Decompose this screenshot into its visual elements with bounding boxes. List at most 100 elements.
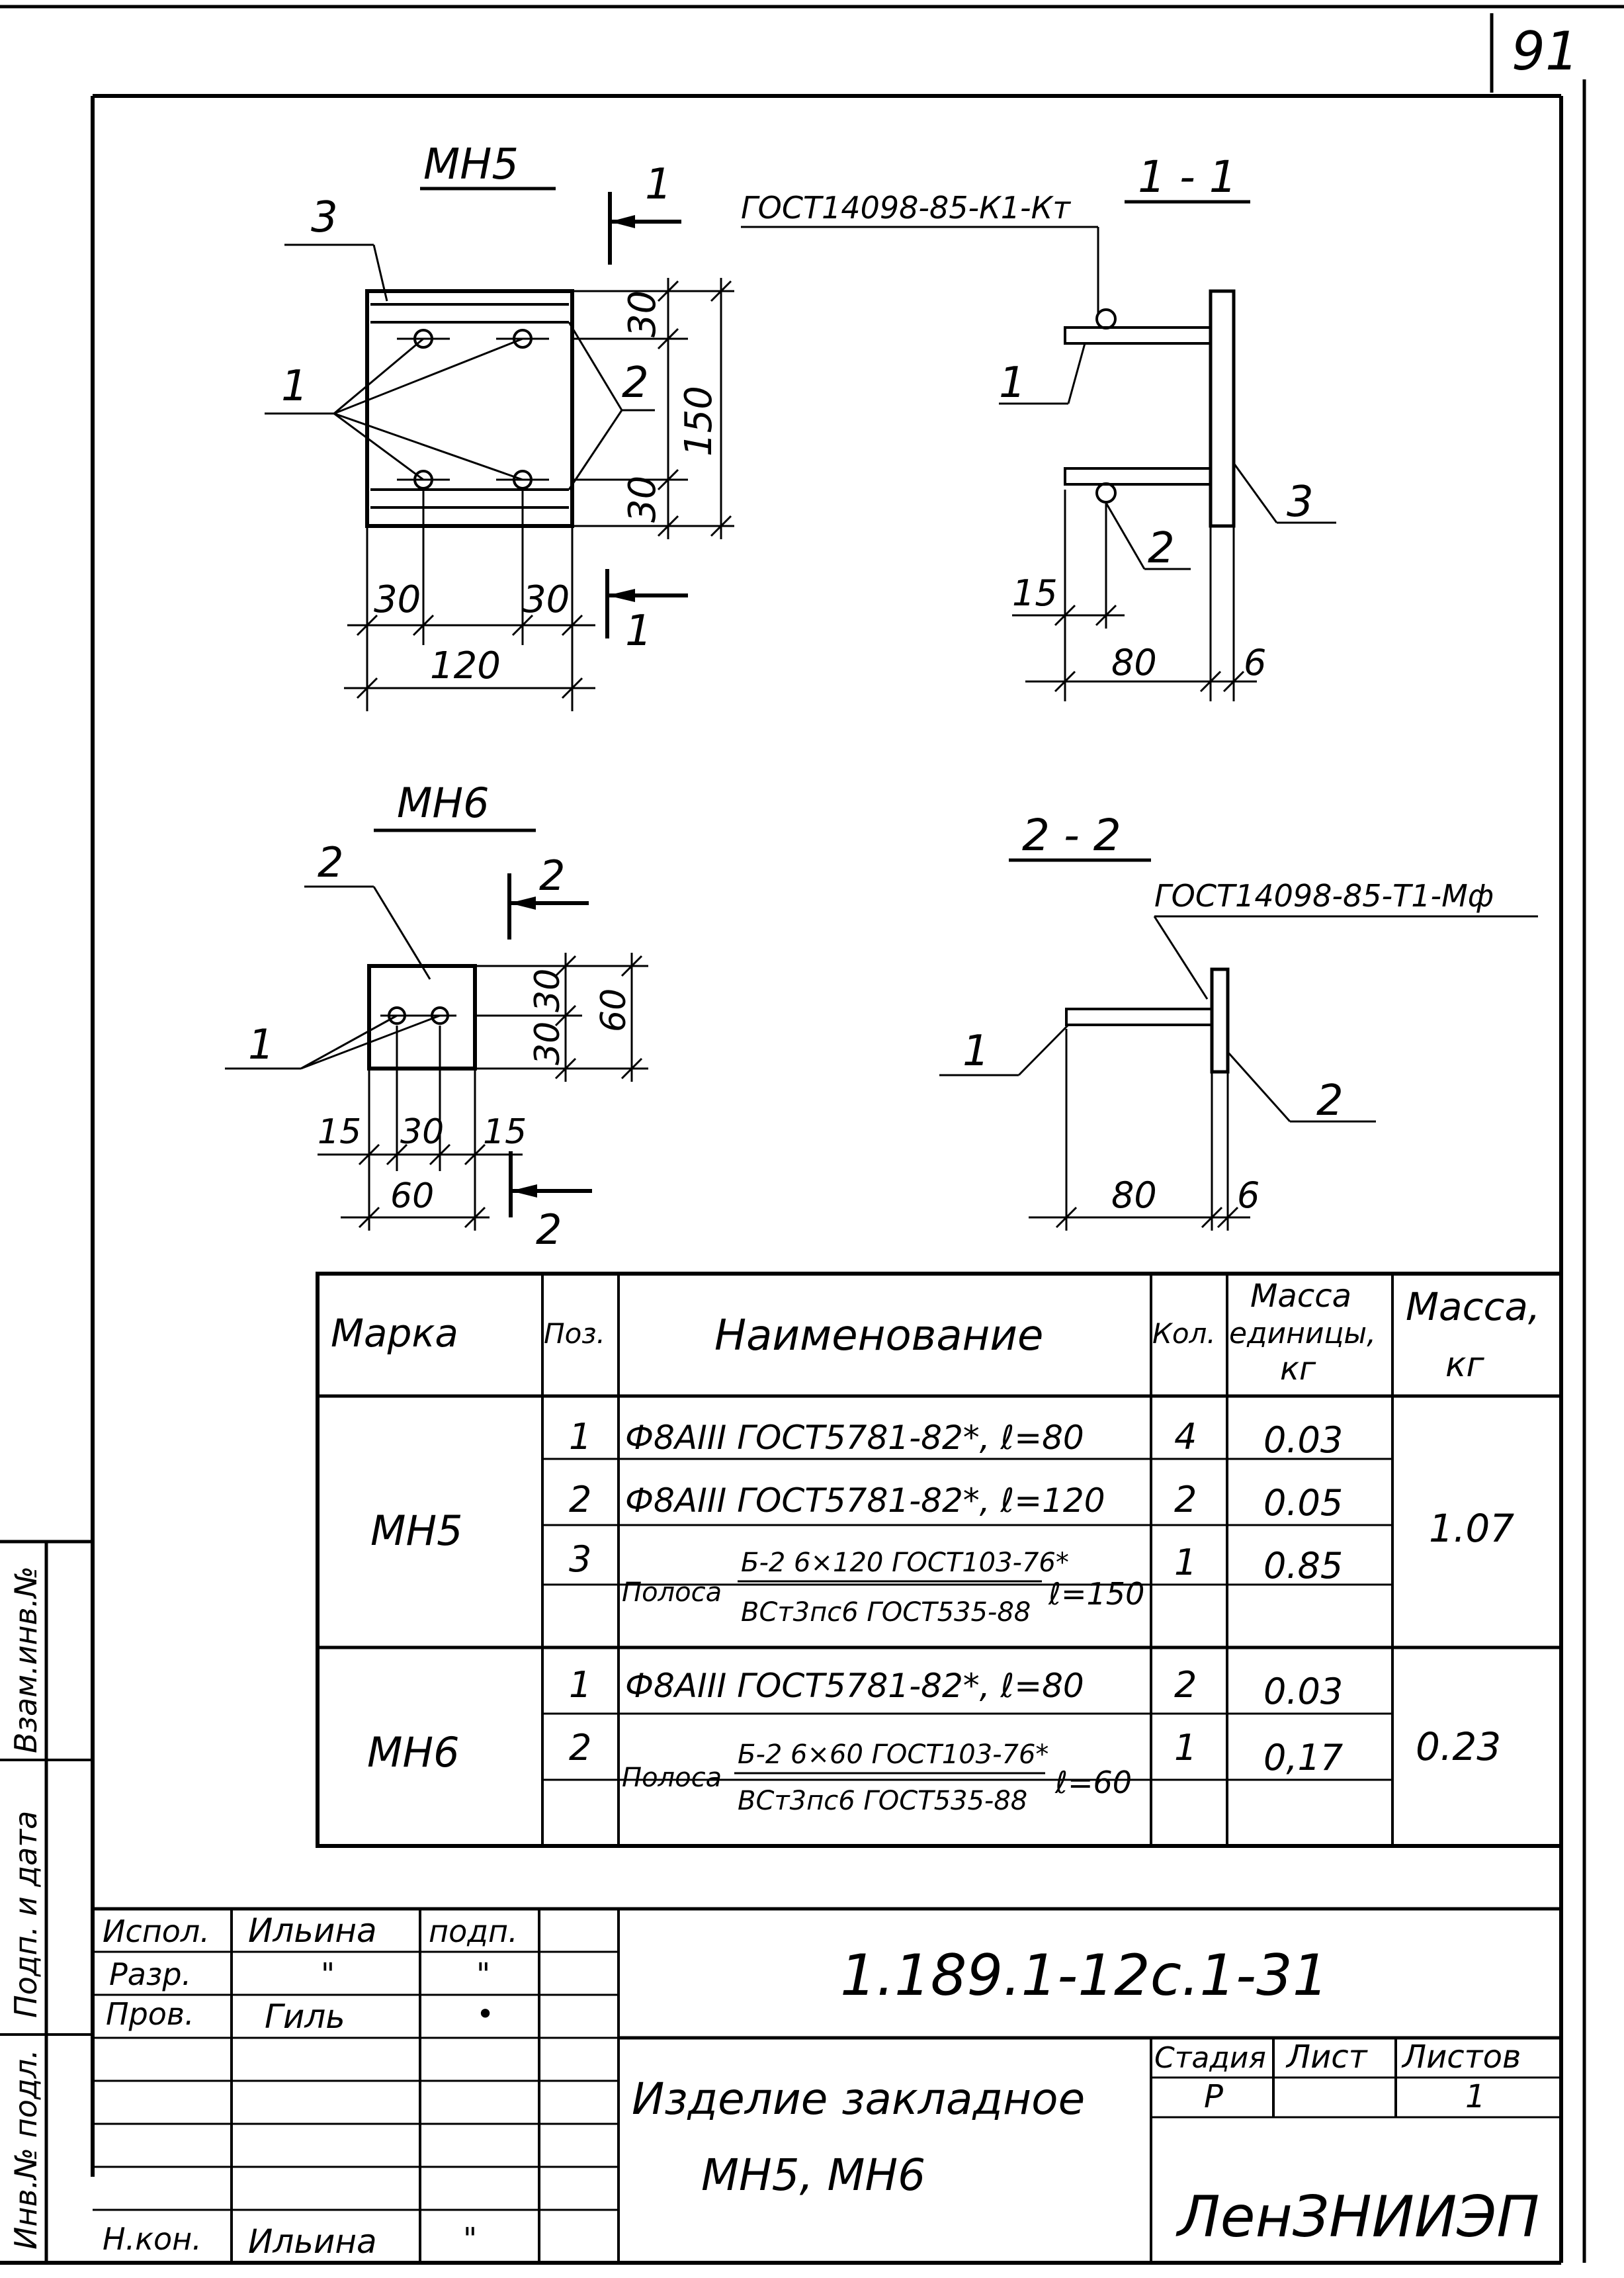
mn6-section-mark-top: 2 xyxy=(539,852,565,900)
side-stamp-replace: Взам.инв.№ xyxy=(8,1566,44,1753)
mn6-dim-30-top: 30 xyxy=(528,969,568,1012)
mn6-callout-1: 1 xyxy=(248,1020,274,1069)
sec11-gost: ГОСТ14098-85-К1-Кт xyxy=(741,190,1071,226)
sheet-number: 91 xyxy=(1512,21,1579,82)
side-stamp-sign-date: Подп. и дата xyxy=(8,1811,44,2018)
sec11-callout-2: 2 xyxy=(1148,524,1175,573)
section-2-2: 2 - 2 ГОСТ14098-85-Т1-Мф 1 2 80 6 xyxy=(939,810,1538,1231)
organization: ЛенЗНИИЭП xyxy=(1175,2184,1539,2250)
row-qty: 1 xyxy=(1174,1727,1197,1769)
row-name-prefix: Полоса xyxy=(622,1577,722,1608)
title-block: Испол. Ильина подп. Разр. " " Пров. Гиль… xyxy=(93,1907,1561,2263)
row-unit: 0,17 xyxy=(1263,1737,1343,1778)
side-stamp-inv: Инв.№ подл. xyxy=(8,2049,44,2250)
sec22-callout-1: 1 xyxy=(962,1027,990,1076)
row-unit: 0.03 xyxy=(1263,1419,1343,1461)
th-name: Наименование xyxy=(714,1311,1043,1360)
group-mark-mn6: МН6 xyxy=(367,1728,460,1776)
tb-role: Н.кон. xyxy=(103,2221,202,2257)
row-unit: 0.85 xyxy=(1263,1545,1343,1587)
doc-code: 1.189.1-12с.1-31 xyxy=(840,1943,1329,2009)
sheet-label: Лист xyxy=(1285,2038,1369,2076)
mn6-dim-15-left: 15 xyxy=(318,1112,361,1152)
mn5-dim-30-left: 30 xyxy=(374,578,421,621)
mn6-title: МН6 xyxy=(397,779,490,827)
tb-role: Разр. xyxy=(109,1956,191,1992)
row-name: Ф8АIII ГОСТ5781-82*, ℓ=80 xyxy=(625,1419,1084,1457)
row-name-top: Б-2 6×120 ГОСТ103-76* xyxy=(741,1548,1069,1578)
mn5-callout-2: 2 xyxy=(622,359,649,408)
row-qty: 2 xyxy=(1174,1479,1197,1520)
row-qty: 4 xyxy=(1174,1416,1197,1458)
sec22-gost: ГОСТ14098-85-Т1-Мф xyxy=(1154,878,1494,914)
row-pos: 1 xyxy=(569,1664,591,1706)
sec22-dim-80: 80 xyxy=(1111,1174,1157,1216)
mn5-view: МН5 1 2 3 1 1 xyxy=(265,140,734,711)
th-unit-mass-1: Масса xyxy=(1250,1278,1351,1315)
mn5-callout-1: 1 xyxy=(281,362,308,411)
mn6-dim-15-right: 15 xyxy=(483,1112,527,1152)
row-name-top: Б-2 6×60 ГОСТ103-76* xyxy=(738,1739,1048,1770)
mn6-dim-30-bottom: 30 xyxy=(528,1022,568,1065)
mn5-dim-150: 150 xyxy=(677,386,720,457)
tb-name: " xyxy=(321,1956,335,1992)
mn6-callout-2: 2 xyxy=(318,838,343,887)
sec11-dim-15: 15 xyxy=(1012,572,1058,614)
stage-label: Стадия xyxy=(1154,2041,1266,2075)
tb-sign: " xyxy=(463,2221,477,2257)
side-stamp: Инв.№ подл. Подп. и дата Взам.инв.№ xyxy=(0,1540,93,2263)
mn6-section-mark-bottom: 2 xyxy=(536,1205,562,1254)
th-unit-mass-2: единицы, xyxy=(1229,1317,1376,1350)
frame xyxy=(0,5,1624,2265)
sheets-value: 1 xyxy=(1465,2078,1486,2115)
mn6-view: МН6 1 2 2 2 30 30 60 xyxy=(225,779,648,1254)
row-name-prefix: Полоса xyxy=(622,1763,722,1793)
doc-title-line2: МН5, МН6 xyxy=(701,2150,925,2201)
tb-sign: подп. xyxy=(429,1913,518,1949)
group-total-mn6: 0.23 xyxy=(1416,1724,1501,1769)
stage-value: Р xyxy=(1204,2078,1223,2115)
section-1-1: 1 - 1 ГОСТ14098-85-К1-Кт 1 2 3 15 80 6 xyxy=(741,152,1336,701)
mn6-dim-60-right: 60 xyxy=(594,988,634,1032)
sec11-dim-80: 80 xyxy=(1111,642,1157,683)
mn5-title: МН5 xyxy=(423,140,519,189)
mn6-dim-30: 30 xyxy=(400,1112,444,1152)
row-pos: 2 xyxy=(569,1479,591,1520)
row-name-bottom: ВСт3пс6 ГОСТ535-88 xyxy=(738,1786,1027,1816)
sec11-callout-1: 1 xyxy=(999,359,1026,408)
mn5-callout-3: 3 xyxy=(311,193,338,242)
th-qty: Кол. xyxy=(1152,1317,1216,1350)
tb-name: Ильина xyxy=(248,1911,377,1950)
row-name: Ф8АIII ГОСТ5781-82*, ℓ=120 xyxy=(625,1481,1105,1520)
row-qty: 2 xyxy=(1174,1664,1197,1706)
sec11-callout-3: 3 xyxy=(1287,478,1314,527)
sec22-callout-2: 2 xyxy=(1316,1076,1344,1125)
tb-sign: " xyxy=(476,1956,490,1992)
sec11-title: 1 - 1 xyxy=(1138,152,1237,202)
spec-table: Марка Поз. Наименование Кол. Масса едини… xyxy=(316,1272,1563,1848)
group-mark-mn5: МН5 xyxy=(370,1507,463,1555)
row-unit: 0.03 xyxy=(1263,1671,1343,1712)
tb-name: Ильина xyxy=(248,2222,377,2261)
row-name-suffix: ℓ=60 xyxy=(1054,1765,1132,1800)
th-unit-mass-3: кг xyxy=(1280,1350,1316,1387)
tb-role: Испол. xyxy=(103,1913,210,1949)
sec11-dim-6: 6 xyxy=(1244,642,1266,683)
row-unit: 0.05 xyxy=(1263,1482,1343,1524)
tb-name: Гиль xyxy=(265,1997,345,2036)
mn5-dim-120: 120 xyxy=(430,644,501,687)
row-pos: 3 xyxy=(569,1538,591,1580)
tb-sign: • xyxy=(476,1996,494,2032)
row-name-suffix: ℓ=150 xyxy=(1048,1576,1144,1612)
row-pos: 1 xyxy=(569,1416,591,1458)
group-total-mn5: 1.07 xyxy=(1429,1506,1514,1551)
th-mark: Марка xyxy=(331,1311,458,1356)
mn5-dim-30-bottom: 30 xyxy=(621,476,664,523)
sec22-dim-6: 6 xyxy=(1237,1174,1260,1216)
tb-role: Пров. xyxy=(106,1996,194,2032)
doc-title-line1: Изделие закладное xyxy=(632,2074,1085,2125)
mn5-section-mark-bottom: 1 xyxy=(625,607,652,656)
th-mass-1: Масса, xyxy=(1406,1284,1540,1329)
th-mass-2: кг xyxy=(1445,1345,1484,1385)
